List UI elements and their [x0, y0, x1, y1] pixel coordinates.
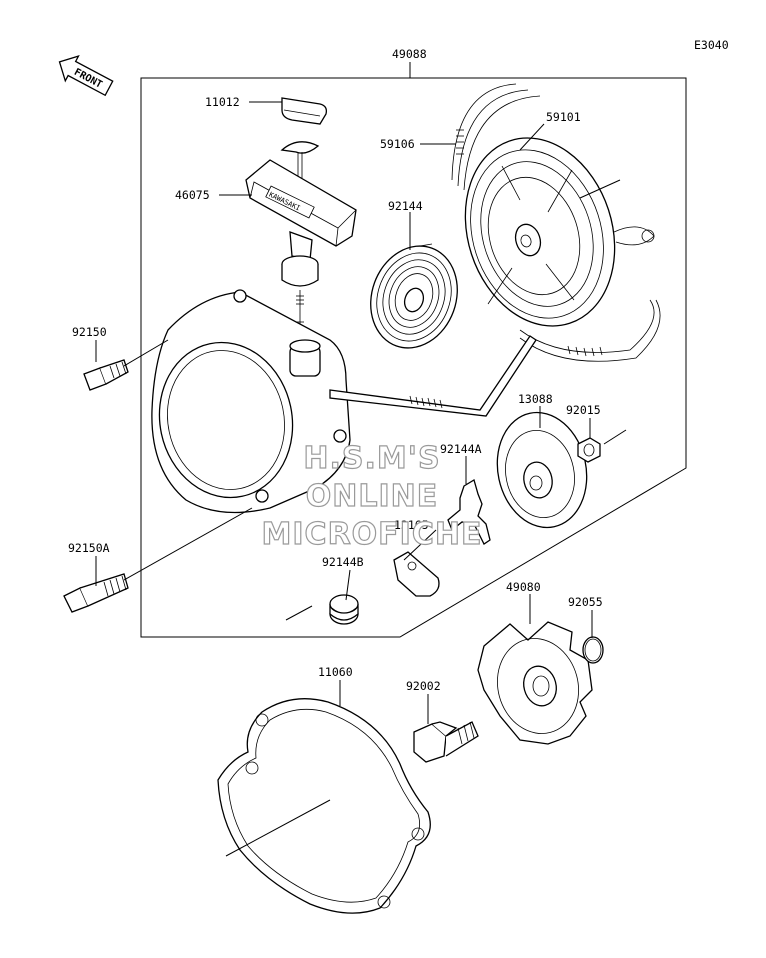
- watermark-line-3: MICROFICHE: [262, 517, 483, 552]
- label-49080: 49080: [506, 580, 541, 594]
- label-92150: 92150: [72, 325, 107, 339]
- label-92150A: 92150A: [68, 541, 110, 555]
- spring-92144A: [447, 479, 491, 545]
- label-46075: 46075: [175, 188, 210, 202]
- spring-92144: [370, 243, 458, 349]
- diagram-code: E3040: [694, 38, 729, 52]
- nut-92015: [577, 437, 601, 463]
- label-49088: 49088: [392, 47, 427, 61]
- starter-cup-49080: [477, 621, 593, 745]
- pulley-59101: [464, 137, 655, 327]
- bolt-92150A: [63, 573, 129, 613]
- label-13088: 13088: [518, 392, 553, 406]
- label-13165: 13165: [394, 518, 429, 532]
- cap-11012: [281, 97, 328, 125]
- housing: [151, 289, 537, 514]
- spring-92144B: [329, 594, 359, 625]
- label-92144A: 92144A: [440, 442, 482, 456]
- bolt-92002: [413, 721, 479, 763]
- gasket-11060: [217, 698, 431, 914]
- leader-lines: [95, 62, 627, 857]
- label-11012: 11012: [205, 95, 240, 109]
- watermark-line-1: H.S.M'S: [303, 441, 440, 476]
- label-92144: 92144: [388, 199, 423, 213]
- label-11060: 11060: [318, 665, 353, 679]
- label-59101: 59101: [546, 110, 581, 124]
- rope-59106: [451, 83, 661, 362]
- label-92144B: 92144B: [322, 555, 364, 569]
- label-92055: 92055: [568, 595, 603, 609]
- bolt-92150: [83, 359, 129, 391]
- label-59106: 59106: [380, 137, 415, 151]
- front-arrow-icon: FRONT: [58, 55, 114, 97]
- label-92015: 92015: [566, 403, 601, 417]
- handle-46075: KAWASAKI: [245, 141, 357, 340]
- watermark-line-2: ONLINE: [306, 479, 439, 514]
- ratchet-13088: [496, 411, 588, 529]
- label-92002: 92002: [406, 679, 441, 693]
- o-ring-92055: [582, 636, 604, 664]
- assembly-outline: [140, 77, 687, 638]
- pawl-13165: [393, 551, 440, 597]
- watermark: H.S.M'S ONLINE MICROFICHE: [261, 440, 483, 552]
